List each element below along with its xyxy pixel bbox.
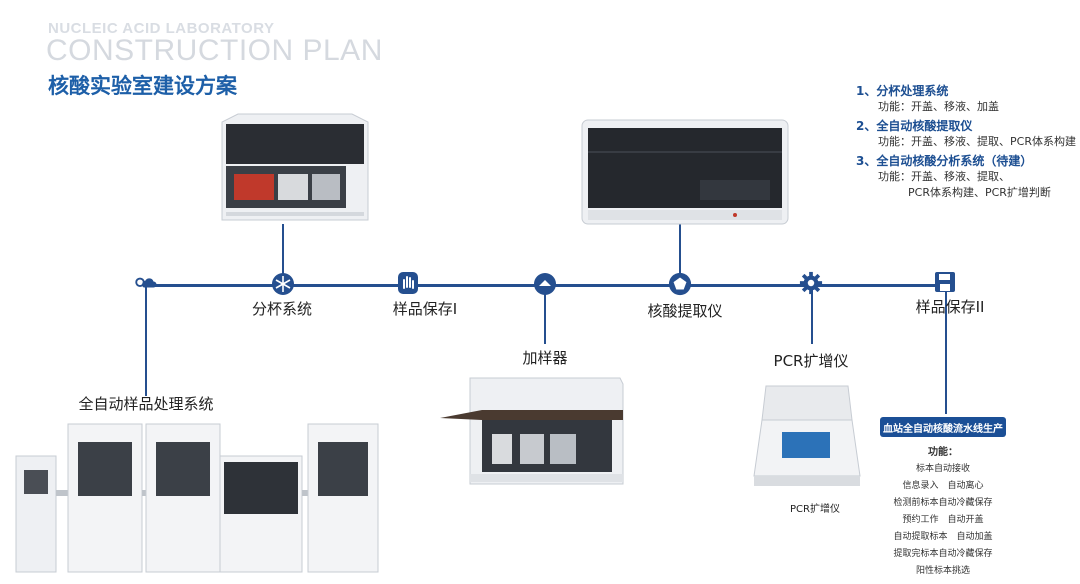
snowflake-icon: [271, 272, 295, 296]
info-item: 预约工作 自动开盖: [902, 515, 984, 525]
node-label: 样品保存I: [392, 300, 458, 318]
connector-line: [811, 286, 813, 344]
feature-desc: 功能：开盖、移液、提取、: [878, 170, 1010, 183]
subtitle-en: NUCLEIC ACID LABORATORY: [48, 20, 275, 37]
node-label: 全自动样品处理系统: [78, 395, 214, 413]
feature-desc: 功能：开盖、移液、提取、PCR体系构建: [878, 135, 1076, 148]
info-item: 信息录入 自动离心: [902, 481, 984, 491]
connector-line: [282, 224, 284, 286]
hand-icon: [396, 271, 420, 295]
node-label: 加样器: [522, 349, 568, 367]
feature-title: 2、全自动核酸提取仪: [856, 119, 973, 133]
eject-icon: [533, 272, 557, 296]
pentagon-icon: [668, 272, 692, 296]
connector-line: [679, 224, 681, 286]
node-label: 分杯系统: [251, 300, 313, 318]
sample-processing-line-image: [10, 420, 382, 584]
sample-adder-machine-image: [440, 374, 625, 493]
feature-desc: 功能：开盖、移液、加盖: [878, 100, 999, 113]
search-cloud-icon: [134, 271, 158, 295]
blood-station-badge: 血站全自动核酸流水线生产: [880, 417, 1006, 437]
page-title-en: CONSTRUCTION PLAN: [46, 34, 383, 67]
info-heading: 功能：: [928, 447, 958, 458]
page-title: 核酸实验室建设方案: [48, 74, 237, 98]
connector-line: [945, 286, 947, 414]
save-icon: [933, 270, 957, 294]
extractor-machine-image: [580, 118, 790, 230]
split-cup-machine-image: [220, 108, 370, 232]
info-item: 阳性标本挑选: [915, 566, 970, 576]
node-label: PCR扩增仪: [773, 352, 849, 370]
connector-line: [145, 286, 147, 396]
pcr-machine-image: [752, 380, 862, 494]
feature-desc: PCR体系构建、PCR扩增判断: [908, 186, 1051, 199]
info-item: 检测前标本自动冷藏保存: [893, 498, 993, 508]
feature-title: 3、全自动核酸分析系统（待建）: [856, 154, 1033, 168]
blood-station-info: 功能： 标本自动接收 信息录入 自动离心 检测前标本自动冷藏保存 预约工作 自动…: [880, 444, 1006, 580]
node-label: 样品保存II: [915, 298, 985, 316]
feature-list: 1、分杯处理系统 功能：开盖、移液、加盖 2、全自动核酸提取仪 功能：开盖、移液…: [856, 80, 1076, 201]
info-item: 自动提取标本 自动加盖: [893, 532, 993, 542]
info-item: 标本自动接收: [915, 464, 970, 474]
pcr-caption: PCR扩增仪: [790, 504, 840, 515]
feature-title: 1、分杯处理系统: [856, 84, 949, 98]
node-label: 核酸提取仪: [647, 302, 723, 320]
info-item: 提取完标本自动冷藏保存: [893, 549, 993, 559]
gear-icon: [799, 271, 823, 295]
connector-line: [544, 286, 546, 344]
